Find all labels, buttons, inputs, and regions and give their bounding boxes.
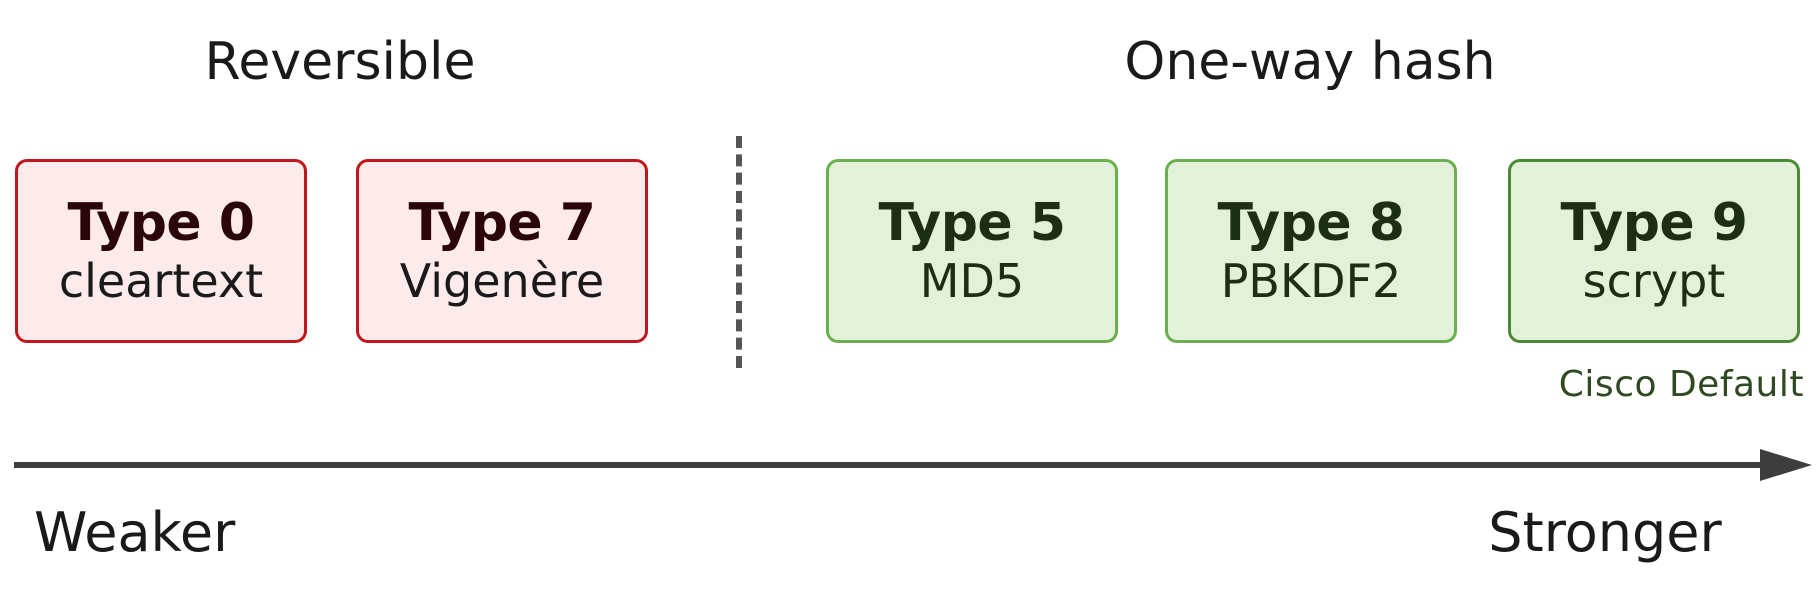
type-7-title: Type 7 — [408, 193, 596, 253]
stronger-label: Stronger — [1488, 501, 1722, 564]
type-7-algorithm: Vigenère — [399, 254, 605, 308]
type-5-title: Type 5 — [878, 193, 1066, 253]
type-0-title: Type 0 — [67, 193, 255, 253]
type-5-box: Type 5 MD5 — [826, 159, 1118, 343]
strength-axis-arrow — [14, 449, 1812, 481]
weaker-label: Weaker — [34, 501, 236, 564]
reversible-heading: Reversible — [204, 32, 476, 92]
type-7-box: Type 7 Vigenère — [356, 159, 648, 343]
type-0-box: Type 0 cleartext — [15, 159, 307, 343]
one-way-hash-heading: One-way hash — [1124, 32, 1496, 92]
type-5-algorithm: MD5 — [919, 254, 1025, 308]
arrow-head-icon — [1760, 449, 1812, 481]
type-9-algorithm: scrypt — [1582, 254, 1726, 308]
type-8-title: Type 8 — [1217, 193, 1405, 253]
cisco-default-label: Cisco Default — [1558, 364, 1804, 405]
type-8-box: Type 8 PBKDF2 — [1165, 159, 1457, 343]
type-0-algorithm: cleartext — [58, 254, 264, 308]
type-9-title: Type 9 — [1560, 193, 1748, 253]
type-8-algorithm: PBKDF2 — [1220, 254, 1402, 308]
category-divider — [736, 136, 742, 368]
type-9-box: Type 9 scrypt — [1508, 159, 1800, 343]
